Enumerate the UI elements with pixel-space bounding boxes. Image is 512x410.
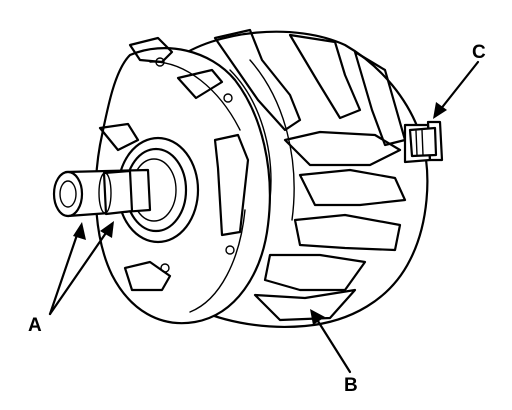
rotor-rear-shaft xyxy=(403,120,444,164)
rotor-front-shaft xyxy=(52,168,152,218)
callout-label-c: C xyxy=(472,42,486,63)
callout-label-b: B xyxy=(344,375,358,396)
callout-arrows xyxy=(48,60,480,374)
callout-label-a: A xyxy=(28,315,42,336)
